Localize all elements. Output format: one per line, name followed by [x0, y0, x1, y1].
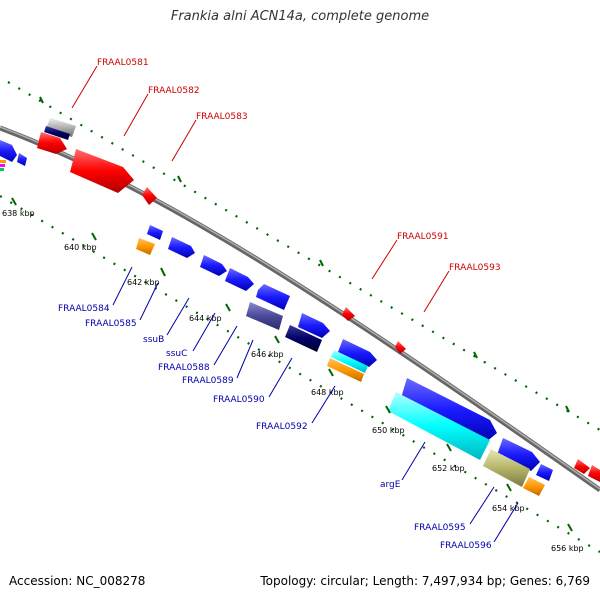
scale-label: 642 kbp: [127, 278, 160, 287]
gene-label-ssuC[interactable]: ssuC: [166, 349, 187, 359]
scale-ticks: 638 kbp 640 kbp 642 kbp 644 kbp 646 kbp …: [2, 96, 584, 553]
gene-label-FRAAL0581[interactable]: FRAAL0581: [97, 58, 149, 68]
gene-FRAAL0590-cyan[interactable]: [331, 350, 368, 373]
gene-ssuC[interactable]: [225, 268, 254, 291]
gene-ssuB[interactable]: [200, 255, 227, 276]
map-title: Frankia alni ACN14a, complete genome: [170, 9, 430, 24]
gene-label-FRAAL0592[interactable]: FRAAL0592: [256, 422, 308, 432]
gene-label-FRAAL0583[interactable]: FRAAL0583: [196, 112, 248, 122]
gene-FRAAL0589[interactable]: [298, 313, 330, 338]
gene-FRAAL0591[interactable]: [342, 307, 355, 321]
inner-track: [0, 195, 600, 553]
gene-label-FRAAL0584[interactable]: FRAAL0584: [58, 304, 110, 314]
scale-label: 652 kbp: [432, 464, 465, 473]
gene-label-argE[interactable]: argE: [380, 480, 401, 490]
scale-label: 646 kbp: [251, 350, 284, 359]
gene-FRAAL0595[interactable]: [483, 449, 530, 487]
topology-text: Topology: circular; Length: 7,497,934 bp…: [260, 574, 590, 588]
inner-genes: [0, 140, 553, 496]
genome-backbone-highlight: [0, 126, 600, 490]
gene-label-FRAAL0595[interactable]: FRAAL0595: [414, 523, 466, 533]
gene-edge-left-magenta[interactable]: [0, 164, 5, 167]
gene-652kbp-blue[interactable]: [497, 438, 540, 471]
gene-FRAAL0596[interactable]: [523, 477, 545, 496]
gene-label-FRAAL0588[interactable]: FRAAL0588: [158, 363, 210, 373]
gene-label-FRAAL0582[interactable]: FRAAL0582: [148, 86, 200, 96]
gene-FRAAL0590[interactable]: [338, 339, 377, 367]
gene-FRAAL0585[interactable]: [168, 237, 195, 258]
gene-edge-right-b[interactable]: [588, 465, 600, 482]
gene-FRAAL0588[interactable]: [256, 284, 290, 310]
gene-FRAAL0581-lower[interactable]: [44, 126, 70, 140]
gene-FRAAL0584[interactable]: [147, 225, 163, 240]
gene-argE[interactable]: [388, 392, 490, 460]
gene-label-FRAAL0591[interactable]: FRAAL0591: [397, 232, 449, 242]
gene-label-FRAAL0585[interactable]: FRAAL0585: [85, 319, 137, 329]
gene-654kbp-small[interactable]: [536, 464, 553, 481]
gene-label-FRAAL0589[interactable]: FRAAL0589: [182, 376, 234, 386]
scale-label: 650 kbp: [372, 426, 405, 435]
scale-label: 648 kbp: [311, 388, 344, 397]
gene-label-FRAAL0593[interactable]: FRAAL0593: [449, 263, 501, 273]
gene-FRAAL0584-orange[interactable]: [136, 238, 155, 255]
outer-genes: [37, 118, 600, 482]
outer-gene-labels: FRAAL0581 FRAAL0582 FRAAL0583 FRAAL0591 …: [71, 58, 501, 313]
gene-FRAAL0593[interactable]: [395, 341, 406, 354]
gene-FRAAL0583[interactable]: [142, 187, 157, 205]
gene-FRAAL0592[interactable]: [327, 358, 364, 382]
gene-FRAAL0581-upper[interactable]: [46, 118, 76, 137]
gene-label-FRAAL0590[interactable]: FRAAL0590: [213, 395, 265, 405]
gene-label-ssuB[interactable]: ssuB: [143, 335, 164, 345]
gene-label-FRAAL0596[interactable]: FRAAL0596: [440, 541, 492, 551]
gene-edge-right-a[interactable]: [574, 459, 590, 474]
outer-track: [7, 81, 600, 431]
gene-FRAAL0589-navy[interactable]: [285, 325, 322, 352]
gene-edge-left-small[interactable]: [17, 153, 27, 166]
scale-label: 654 kbp: [492, 504, 525, 513]
scale-label: 644 kbp: [189, 314, 222, 323]
scale-label: 638 kbp: [2, 209, 35, 218]
gene-edge-left-orange[interactable]: [0, 160, 6, 163]
inner-gene-labels: FRAAL0584 FRAAL0585 ssuB ssuC FRAAL0588 …: [58, 266, 519, 551]
gene-edge-left-green[interactable]: [0, 168, 4, 171]
gene-FRAAL0582[interactable]: [70, 149, 134, 193]
gene-FRAAL0588-slate[interactable]: [246, 302, 283, 330]
gene-650kbp-blue[interactable]: [401, 378, 497, 442]
gene-edge-left-blue[interactable]: [0, 140, 17, 162]
gene-FRAAL0581[interactable]: [37, 132, 67, 154]
accession-text: Accession: NC_008278: [9, 574, 146, 588]
scale-label: 640 kbp: [64, 243, 97, 252]
scale-label: 656 kbp: [551, 544, 584, 553]
